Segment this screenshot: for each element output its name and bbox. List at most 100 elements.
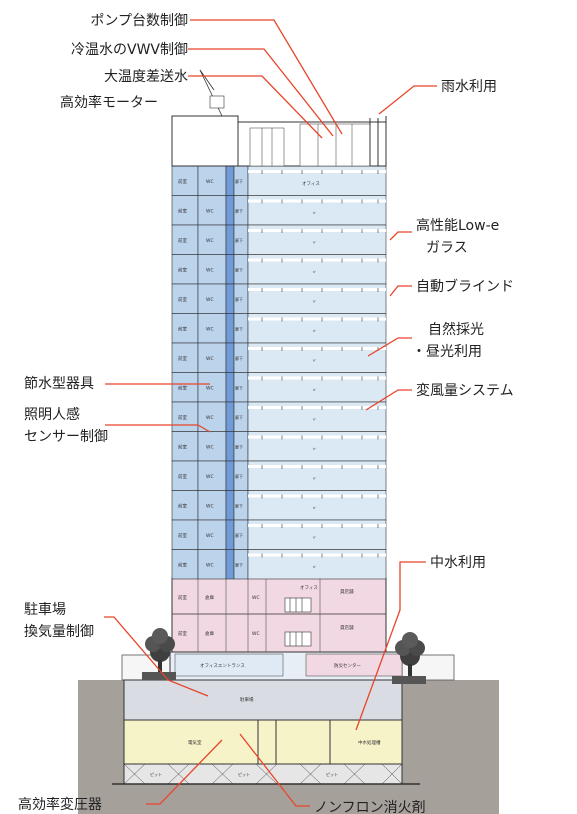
corridor-label: 廊下 (235, 414, 243, 420)
lower-a-label: 前室 (178, 594, 187, 601)
corridor-label: 廊下 (235, 355, 243, 361)
callout-vav: 変風量システム (416, 382, 514, 399)
office-label: 〃 (312, 241, 317, 246)
office-floor (171, 519, 387, 550)
office-label: 〃 (312, 565, 317, 570)
ceiling-plenum (248, 229, 386, 232)
core-stair (225, 224, 235, 255)
core-stair (225, 342, 235, 373)
ceiling-plenum (248, 376, 386, 380)
core-anteroom-label: 前室 (178, 207, 187, 214)
ceiling-plenum (248, 347, 386, 350)
core-stair (225, 195, 235, 226)
core-anteroom-label: 前室 (178, 355, 187, 362)
core-anteroom-label: 前室 (178, 473, 187, 480)
core-stair (225, 283, 235, 314)
office-label: 〃 (312, 447, 317, 452)
core-stair (225, 431, 235, 462)
ceiling-plenum (248, 435, 386, 439)
callout-greywater: 中水利用 (430, 555, 486, 571)
core-anteroom (171, 549, 199, 580)
office-floor (171, 342, 387, 373)
lower-wc-label: WC (252, 595, 260, 601)
lower-wc-label-2: WC (252, 631, 260, 637)
corridor-label: 廊下 (235, 237, 243, 243)
core-stair (225, 460, 235, 491)
callout-labels: ポンプ台数制御 冷温水のVWV制御 大温度差送水 高効率モーター 雨水利用 高性… (18, 13, 514, 814)
lower-b-label-2: 倉庫 (205, 630, 214, 637)
callout-motion-2: センサー制御 (24, 429, 108, 445)
ceiling-plenum (248, 170, 386, 173)
core-wc (197, 283, 227, 314)
lower-floors: 前室 倉庫 WC 貸店舗 前室 倉庫 WC 貸店舗 (171, 577, 387, 653)
callout-parking-2: 換気量制御 (24, 624, 94, 640)
leader-parking (104, 616, 209, 697)
core-anteroom-label: 前室 (178, 532, 187, 539)
ceiling-plenum (248, 553, 386, 557)
core-wc-label: WC (206, 444, 214, 450)
roof (171, 69, 387, 167)
corridor-label: 廊下 (235, 443, 243, 449)
ceiling-plenum (248, 317, 386, 321)
corridor-label: 廊下 (235, 502, 243, 508)
leader-transformer (146, 739, 223, 805)
callout-lowe-glass-1: 高性能Low-e (416, 217, 499, 234)
core-wc (197, 372, 227, 403)
leader-motion-sensor (105, 424, 211, 433)
core-anteroom (171, 313, 199, 344)
core-anteroom-label: 前室 (178, 266, 187, 273)
tree-right (392, 632, 426, 684)
corridor-label: 廊下 (235, 178, 243, 184)
corridor-label: 廊下 (235, 384, 243, 390)
core-stair (225, 372, 235, 403)
office-label: 〃 (312, 388, 317, 393)
callout-transformer: 高効率変圧器 (18, 796, 102, 813)
callout-nonfreon: ノンフロン消火剤 (314, 800, 426, 814)
leader-pump-control (190, 19, 343, 135)
core-stair (225, 490, 235, 521)
core-anteroom (171, 460, 199, 491)
core-anteroom (171, 401, 199, 432)
lobby-floor: オフィスエントランス 防災センター (169, 651, 403, 681)
core-wc (197, 224, 227, 255)
core-stair (225, 549, 235, 580)
callout-daylight-2: ・昼光利用 (412, 344, 482, 360)
core-stair (225, 165, 235, 196)
office-label: 〃 (312, 418, 317, 423)
core-anteroom-label: 前室 (178, 414, 187, 421)
office-floor (171, 224, 387, 255)
office-floor (171, 372, 387, 403)
core-anteroom-label: 前室 (178, 561, 187, 568)
ceiling-plenum (248, 465, 386, 468)
core-anteroom (171, 431, 199, 462)
lower-a-label-2: 前室 (178, 630, 187, 637)
b1-parking-label: 駐車場 (240, 696, 254, 703)
core-anteroom-label: 前室 (178, 502, 187, 509)
callout-large-temp-diff: 大温度差送水 (104, 69, 188, 85)
core-wc-label: WC (206, 385, 214, 391)
ceiling-plenum (248, 288, 386, 291)
core-anteroom (171, 195, 199, 226)
core-stair (225, 401, 235, 432)
core-anteroom (171, 490, 199, 521)
core-wc-label: WC (206, 474, 214, 480)
office-floor (171, 460, 387, 491)
core-wc (197, 342, 227, 373)
core-wc (197, 254, 227, 285)
office-floor (171, 431, 387, 462)
core-anteroom (171, 283, 199, 314)
core-wc (197, 165, 227, 196)
tree-left (142, 628, 176, 680)
pit-label: ピット (150, 772, 162, 777)
electric-room-label: 電気室 (188, 739, 202, 746)
office-floor (171, 401, 387, 432)
core-wc-label: WC (206, 238, 214, 244)
lower-right-label: 貸店舗 (340, 588, 354, 595)
office-floor (171, 313, 387, 344)
core-anteroom-label: 前室 (178, 296, 187, 303)
office-label: 〃 (312, 536, 317, 541)
core-anteroom-label: 前室 (178, 443, 187, 450)
core-wc (197, 195, 227, 226)
office-floor (171, 549, 387, 580)
